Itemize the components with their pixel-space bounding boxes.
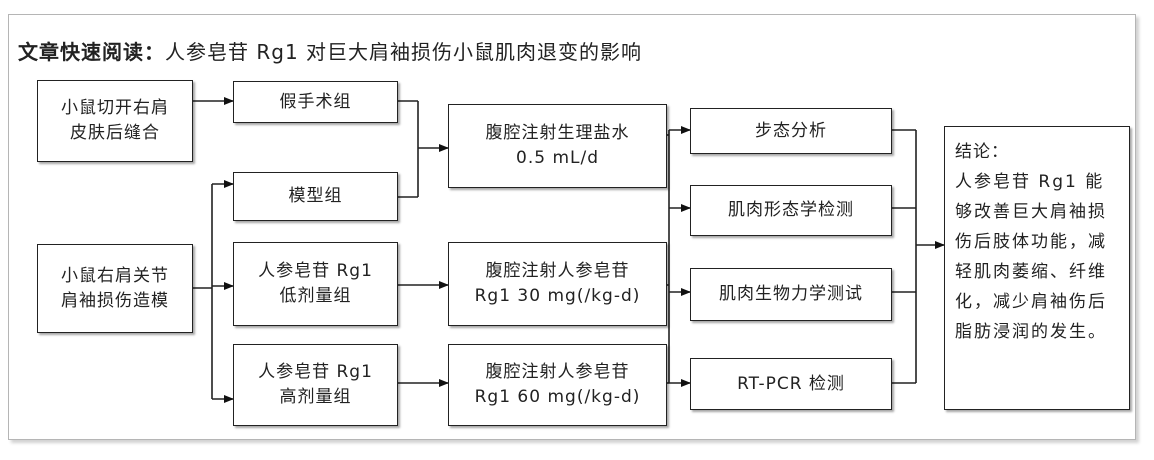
box-pcr-text: RT-PCR 检测 [737, 372, 845, 397]
box-model-text: 模型组 [289, 184, 343, 209]
box-gait-analysis: 步态分析 [690, 108, 892, 154]
box-sham-text: 假手术组 [280, 90, 352, 115]
box-saline-text: 腹腔注射生理盐水 0.5 mL/d [486, 121, 630, 171]
box-line: 高剂量组 [279, 387, 352, 407]
box-low-text: 人参皂苷 Rg1 低剂量组 [258, 259, 373, 309]
box-rg1-low-injection: 腹腔注射人参皂苷 Rg1 30 mg(/kg-d) [448, 242, 667, 326]
box-high-text: 人参皂苷 Rg1 高剂量组 [258, 360, 373, 410]
box-muscle-biomechanics: 肌肉生物力学测试 [690, 268, 892, 321]
box-high-dose-group: 人参皂苷 Rg1 高剂量组 [233, 344, 398, 426]
title-text: 人参皂苷 Rg1 对巨大肩袖损伤小鼠肌肉退变的影响 [165, 40, 643, 64]
box-model-group: 模型组 [233, 172, 398, 221]
box-line: 肌肉形态学检测 [728, 200, 854, 220]
box-line: Rg1 30 mg(/kg-d) [474, 286, 641, 306]
box-line: 肌肉生物力学测试 [719, 284, 863, 304]
conclusion-text: 人参皂苷 Rg1 能够改善巨大肩袖损伤后肢体功能，减轻肌肉萎缩、纤维化，减少肩袖… [955, 172, 1107, 342]
box-conclusion: 结论： 人参皂苷 Rg1 能够改善巨大肩袖损伤后肢体功能，减轻肌肉萎缩、纤维化，… [944, 126, 1130, 410]
box-incision-text: 小鼠切开右肩皮肤后缝合 [61, 96, 169, 146]
box-line: 低剂量组 [279, 286, 352, 306]
box-biomech-text: 肌肉生物力学测试 [719, 282, 863, 307]
box-sham-group: 假手术组 [233, 81, 398, 123]
box-morph-text: 肌肉形态学检测 [728, 198, 854, 223]
box-line: RT-PCR 检测 [737, 373, 845, 394]
box-line: 假手术组 [279, 91, 352, 112]
box-line: 模型组 [288, 186, 343, 206]
box-line: 腹腔注射人参皂苷 [485, 261, 630, 281]
box-muscle-morphology: 肌肉形态学检测 [690, 185, 892, 236]
box-incision: 小鼠切开右肩皮肤后缝合 [37, 80, 193, 162]
box-line: 腹腔注射生理盐水 [485, 123, 630, 143]
box-line: 皮肤后缝合 [70, 123, 160, 143]
conclusion-label: 结论： [955, 142, 1009, 162]
box-rg1-high-injection: 腹腔注射人参皂苷 Rg1 60 mg(/kg-d) [448, 344, 667, 426]
box-rt-pcr: RT-PCR 检测 [690, 358, 892, 410]
box-line: 人参皂苷 Rg1 [258, 261, 373, 281]
box-low-dose-group: 人参皂苷 Rg1 低剂量组 [233, 242, 398, 326]
box-model-surgery: 小鼠右肩关节肩袖损伤造模 [37, 244, 193, 333]
box-inj-low-text: 腹腔注射人参皂苷 Rg1 30 mg(/kg-d) [475, 259, 641, 309]
box-inj-high-text: 腹腔注射人参皂苷 Rg1 60 mg(/kg-d) [475, 360, 641, 410]
box-line: Rg1 60 mg(/kg-d) [474, 387, 641, 407]
box-line: 小鼠切开右肩 [61, 98, 169, 118]
box-line: 人参皂苷 Rg1 [258, 362, 373, 382]
box-gait-text: 步态分析 [755, 119, 827, 144]
box-line: 肩袖损伤造模 [61, 290, 169, 311]
title-lead: 文章快速阅读： [18, 40, 165, 64]
figure-title: 文章快速阅读：人参皂苷 Rg1 对巨大肩袖损伤小鼠肌肉退变的影响 [18, 40, 642, 64]
box-line: 小鼠右肩关节 [61, 265, 169, 286]
box-line: 0.5 mL/d [516, 148, 599, 168]
box-saline-injection: 腹腔注射生理盐水 0.5 mL/d [448, 104, 667, 188]
box-line: 腹腔注射人参皂苷 [485, 362, 630, 382]
box-model-surgery-text: 小鼠右肩关节肩袖损伤造模 [61, 264, 169, 314]
box-line: 步态分析 [755, 120, 827, 141]
